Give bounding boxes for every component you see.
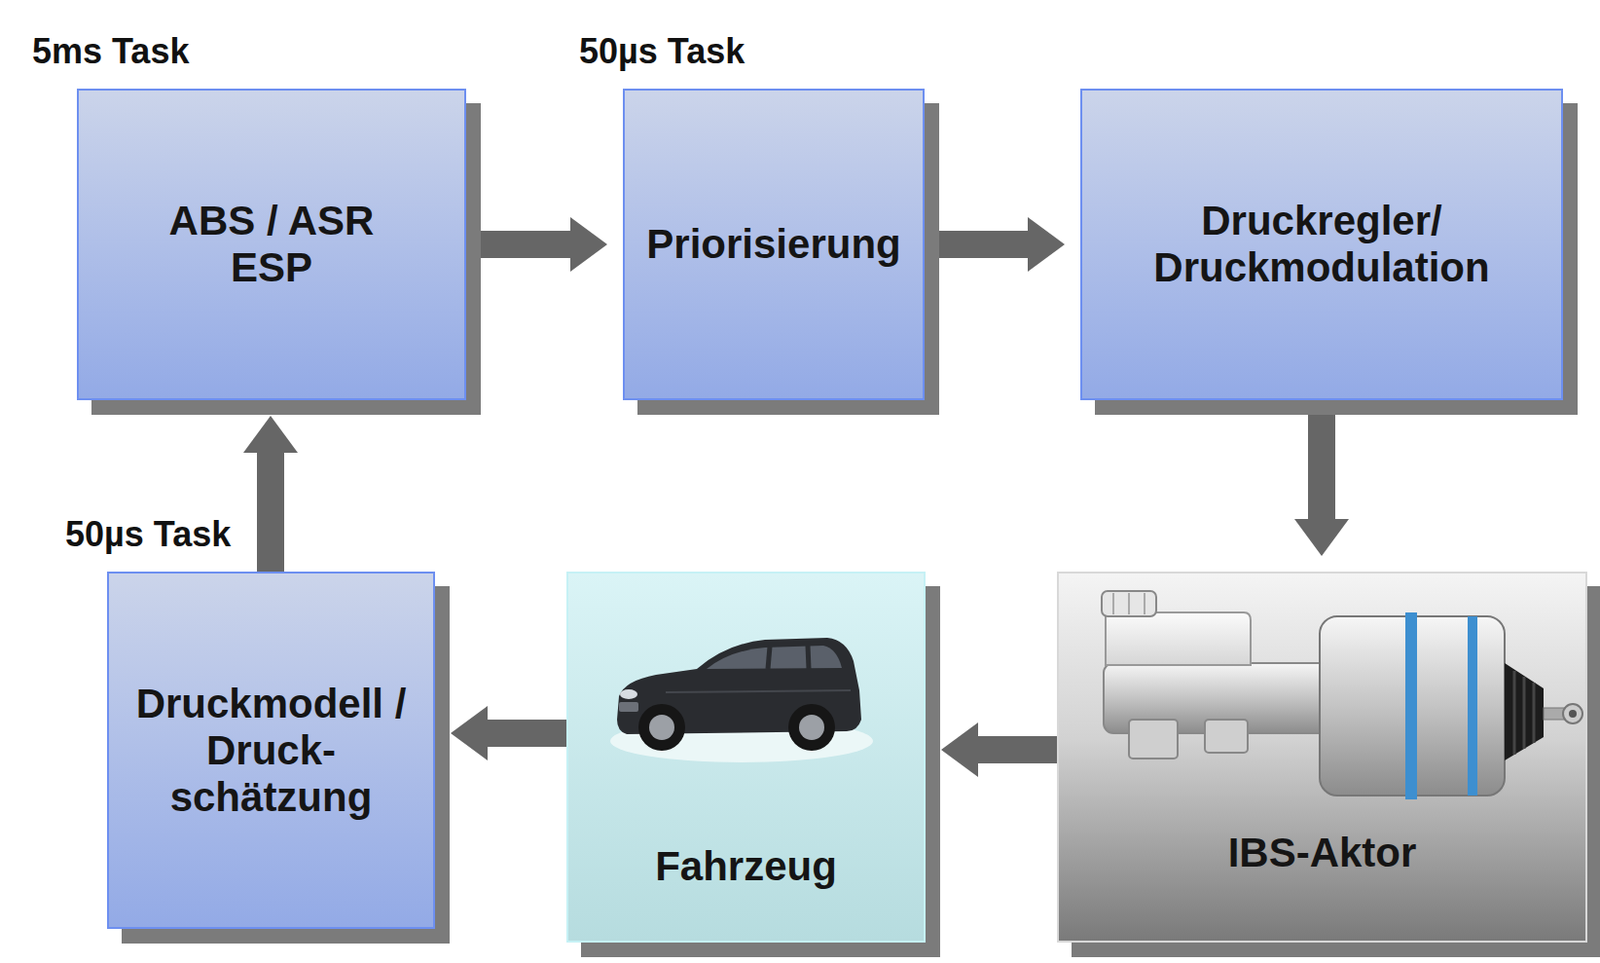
box-label: Priorisierung	[630, 220, 916, 268]
rubber-boot	[1504, 662, 1544, 761]
dashed-border	[48, 495, 496, 955]
task-region: 5ms TaskABS / ASR ESP	[12, 9, 513, 462]
box-label: Druckregler/ Druckmodulation	[1082, 197, 1562, 291]
car-wheel	[638, 703, 686, 751]
car-grille	[618, 701, 639, 712]
dashed-border	[562, 12, 1594, 459]
task-label: 50µs Task	[65, 513, 231, 554]
car-window	[706, 645, 842, 669]
task-region: 50µs TaskDruckmodell / Druck- schätzung	[45, 492, 499, 958]
car-wheel	[788, 703, 836, 751]
actuator-illustration	[1058, 573, 1590, 931]
car-line	[665, 690, 851, 692]
cap-rib	[1112, 592, 1115, 615]
blue-band	[1405, 612, 1418, 800]
car-pillar	[807, 645, 809, 669]
car-rim	[799, 714, 825, 740]
flow-arrow	[256, 451, 285, 572]
cap-rib	[1127, 592, 1130, 615]
box-label: Fahrzeug	[639, 842, 853, 890]
flow-arrow	[466, 230, 572, 258]
reservoir-cap	[1101, 590, 1157, 617]
cap-rib	[1143, 592, 1146, 615]
boot-rib	[1532, 682, 1536, 743]
function-box: ABS / ASR ESP	[76, 88, 467, 400]
task-label: 50µs Task	[579, 31, 745, 72]
rod-eye	[1563, 703, 1583, 724]
box-label: IBS-Aktor	[1212, 829, 1433, 876]
car-rim	[649, 714, 675, 740]
task-label: 5ms Task	[32, 31, 189, 72]
function-box: Priorisierung	[622, 88, 925, 400]
box-label: Druckmodell / Druck- schätzung	[109, 680, 434, 821]
flow-arrow	[486, 719, 567, 747]
dashed-border	[15, 12, 510, 459]
rod-eye-hole	[1568, 709, 1577, 718]
port-block	[1128, 719, 1178, 759]
box-label: ABS / ASR ESP	[128, 197, 415, 291]
vehicle-box: Fahrzeug	[566, 571, 926, 943]
car-pillar	[767, 646, 770, 669]
boot-rib	[1513, 670, 1517, 755]
actuator-box: IBS-Aktor	[1056, 571, 1588, 943]
function-box: Druckregler/ Druckmodulation	[1080, 88, 1564, 400]
blue-band	[1467, 616, 1478, 796]
flow-arrow	[924, 230, 1029, 258]
flow-arrow	[977, 735, 1057, 764]
boot-rib	[1523, 676, 1527, 749]
flow-arrow	[1308, 400, 1336, 520]
task-region: 50µs TaskPriorisierung Druckregler/ Druck…	[559, 9, 1597, 462]
car-headlight	[619, 689, 638, 699]
port-block	[1204, 719, 1248, 753]
function-box: Druckmodell / Druck- schätzung	[107, 571, 436, 929]
reservoir	[1105, 612, 1251, 665]
